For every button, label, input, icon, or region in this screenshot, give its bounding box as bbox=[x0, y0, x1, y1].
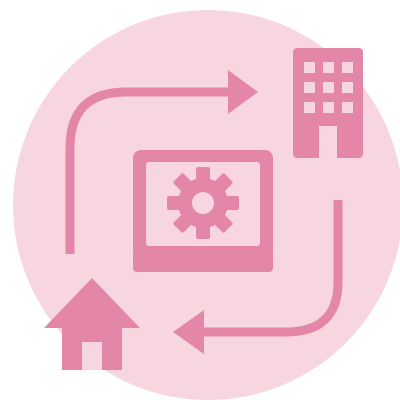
bottom-cycle-arrow-icon bbox=[173, 200, 343, 354]
house-roof bbox=[44, 278, 140, 328]
house-icon bbox=[44, 278, 140, 370]
house-door bbox=[82, 342, 102, 370]
laptop-gear-icon bbox=[133, 150, 273, 272]
top-cycle-arrow-icon bbox=[65, 70, 258, 254]
building-windows bbox=[304, 62, 353, 158]
gear-icon bbox=[167, 167, 239, 239]
laptop-base bbox=[133, 252, 273, 272]
office-building-icon bbox=[293, 48, 363, 158]
